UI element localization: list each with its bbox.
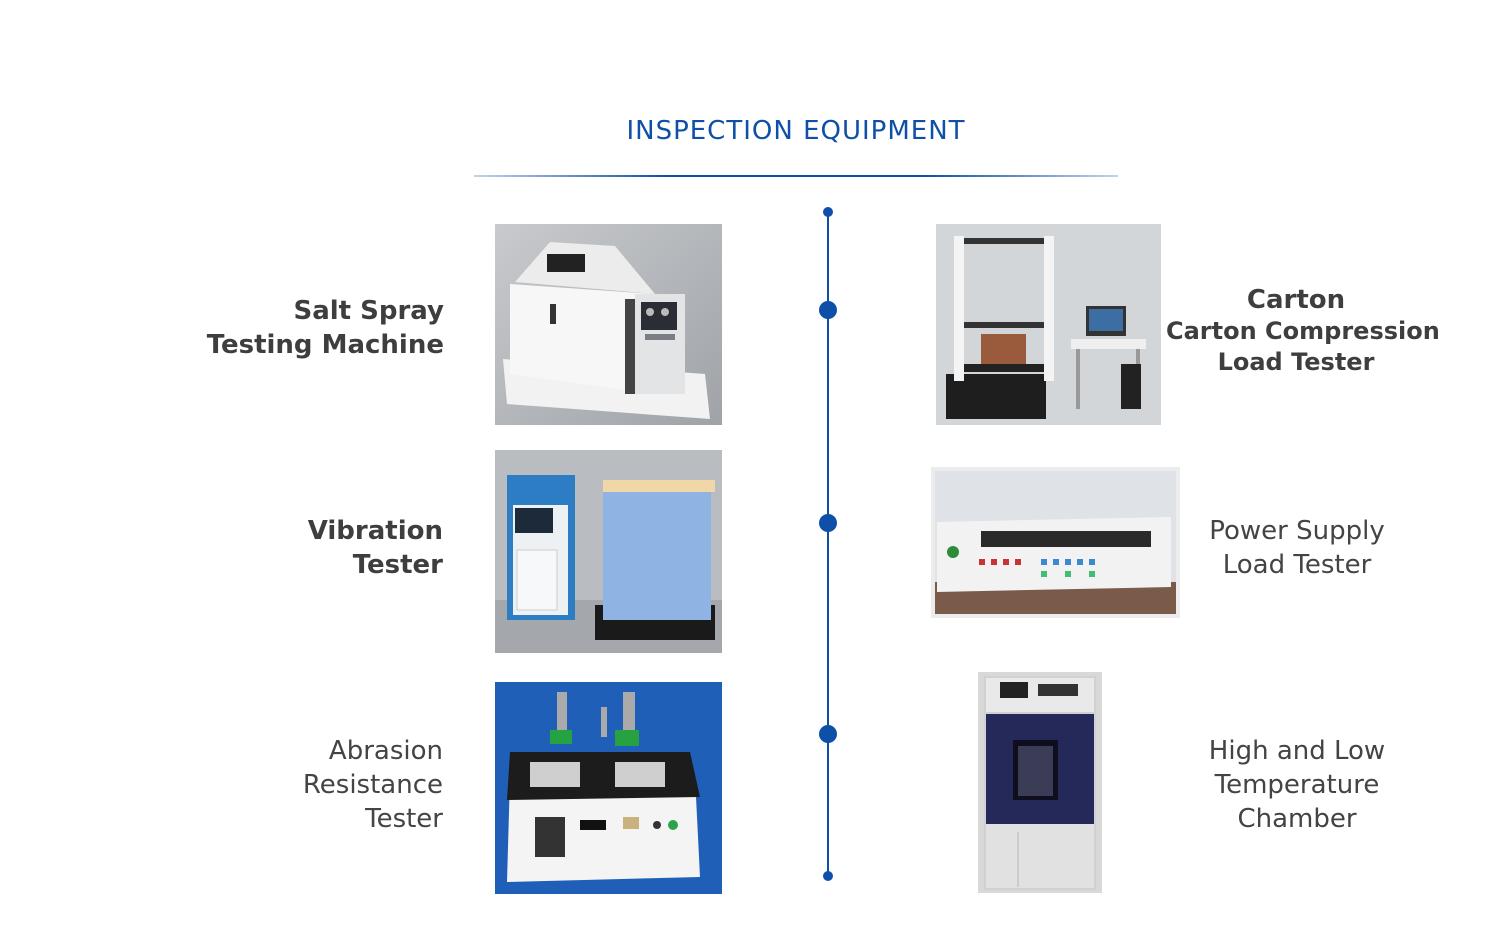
timeline-dot [819, 725, 837, 743]
label-line: Load Tester [1217, 348, 1375, 376]
equipment-label-temperature: High and Low Temperature Chamber [1180, 734, 1414, 836]
temperature-chamber-image [978, 672, 1102, 893]
label-line: Resistance [302, 770, 443, 800]
timeline-end-dot [823, 871, 833, 881]
label-line: Abrasion [328, 736, 443, 766]
salt-spray-machine-image [495, 224, 722, 425]
label-line: High and Low [1208, 736, 1386, 766]
timeline-line [827, 212, 829, 876]
label-line: Power Supply [1209, 516, 1385, 546]
equipment-label-salt-spray: Salt Spray Testing Machine [150, 294, 444, 362]
label-line: Load Tester [1222, 550, 1372, 580]
equipment-label-abrasion: Abrasion Resistance Tester [150, 734, 443, 836]
power-supply-load-tester-image [931, 467, 1180, 618]
timeline-end-dot [823, 207, 833, 217]
timeline-dot [819, 514, 837, 532]
equipment-label-carton: Carton Carton Compression Load Tester [1166, 285, 1440, 378]
label-line: Chamber [1237, 804, 1357, 834]
equipment-label-power-supply: Power Supply Load Tester [1180, 514, 1414, 582]
abrasion-tester-image [495, 682, 722, 894]
carton-compression-tester-image [936, 224, 1161, 425]
label-line: Vibration [307, 516, 443, 546]
label-line: Tester [365, 804, 443, 834]
label-line: Temperature [1214, 770, 1380, 800]
timeline-dot [819, 301, 837, 319]
label-line: Salt Spray [293, 296, 444, 326]
label-line: Carton Compression [1166, 317, 1440, 345]
page-title: INSPECTION EQUIPMENT [626, 116, 966, 146]
label-line: Testing Machine [206, 330, 444, 360]
vibration-tester-image [495, 450, 722, 653]
label-line: Tester [352, 550, 443, 580]
equipment-label-vibration: Vibration Tester [150, 514, 443, 582]
title-divider [474, 175, 1118, 177]
label-line: Carton [1246, 285, 1346, 315]
